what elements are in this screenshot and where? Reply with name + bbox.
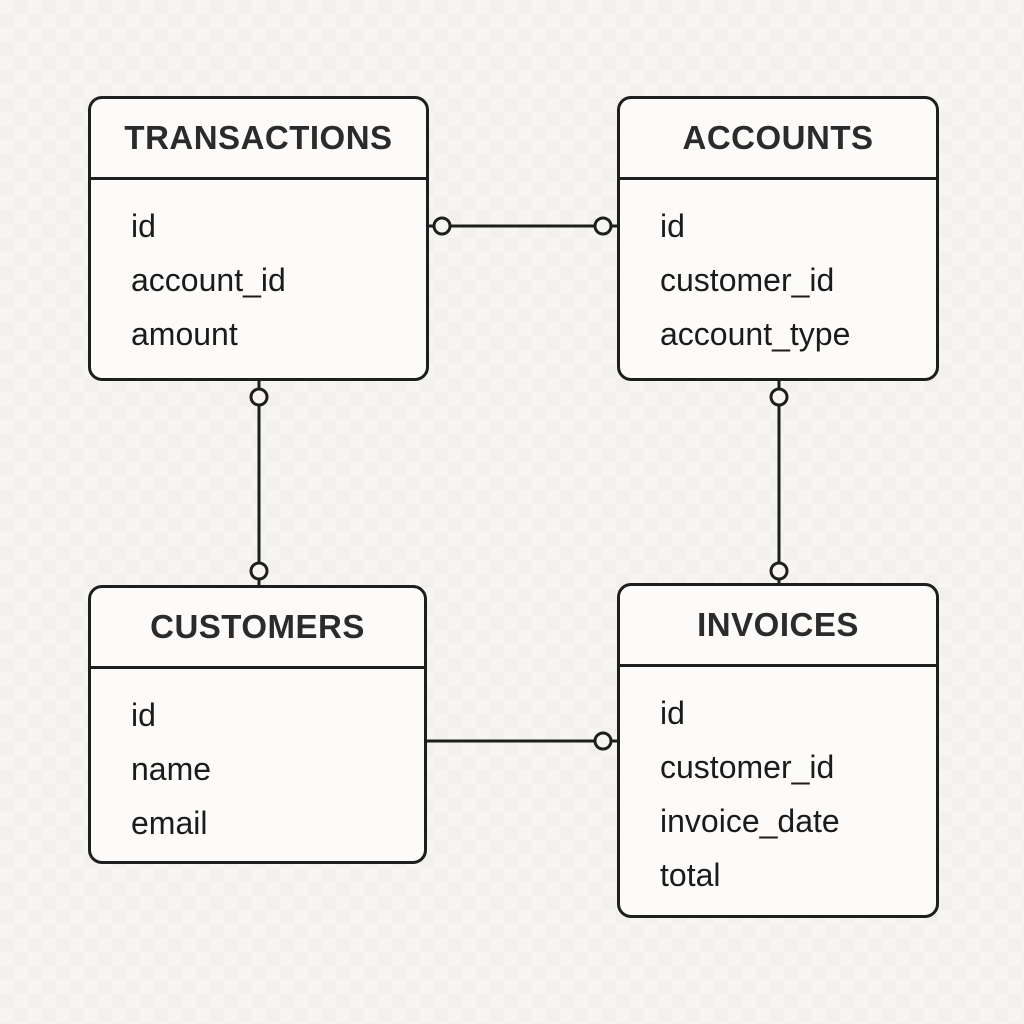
entity-field: amount xyxy=(131,316,238,352)
relationship-endpoint-circle xyxy=(432,216,452,236)
entity-field: id xyxy=(660,695,685,731)
entity-transactions-header: TRANSACTIONS xyxy=(91,99,426,180)
entity-field: id xyxy=(131,208,156,244)
entity-accounts-header: ACCOUNTS xyxy=(620,99,936,180)
entity-title: ACCOUNTS xyxy=(682,119,874,156)
relationship-endpoint-circle xyxy=(593,731,613,751)
entity-customers: CUSTOMERS id name email xyxy=(88,585,427,864)
entity-transactions: TRANSACTIONS id account_id amount xyxy=(88,96,429,381)
entity-field: account_type xyxy=(660,316,851,352)
relationship-endpoint-circle xyxy=(249,387,269,407)
entity-invoices-fields: id customer_id invoice_date total xyxy=(620,667,936,902)
entity-field: customer_id xyxy=(660,749,835,785)
entity-customers-header: CUSTOMERS xyxy=(91,588,424,669)
entity-transactions-fields: id account_id amount xyxy=(91,180,426,361)
entity-customers-fields: id name email xyxy=(91,669,424,850)
entity-invoices-header: INVOICES xyxy=(620,586,936,667)
relationship-endpoint-circle xyxy=(593,216,613,236)
entity-field: id xyxy=(660,208,685,244)
entity-field: customer_id xyxy=(660,262,835,298)
entity-field: invoice_date xyxy=(660,803,840,839)
entity-title: TRANSACTIONS xyxy=(124,119,393,156)
entity-field: name xyxy=(131,751,212,787)
entity-accounts-fields: id customer_id account_type xyxy=(620,180,936,361)
relationship-endpoint-circle xyxy=(769,387,789,407)
relationship-endpoint-circle xyxy=(769,561,789,581)
relationship-endpoint-circle xyxy=(249,561,269,581)
entity-accounts: ACCOUNTS id customer_id account_type xyxy=(617,96,939,381)
entity-field: email xyxy=(131,805,208,841)
entity-invoices: INVOICES id customer_id invoice_date tot… xyxy=(617,583,939,918)
entity-title: INVOICES xyxy=(697,606,859,643)
entity-field: account_id xyxy=(131,262,286,298)
entity-field: id xyxy=(131,697,156,733)
entity-field: total xyxy=(660,857,721,893)
entity-title: CUSTOMERS xyxy=(150,608,365,645)
